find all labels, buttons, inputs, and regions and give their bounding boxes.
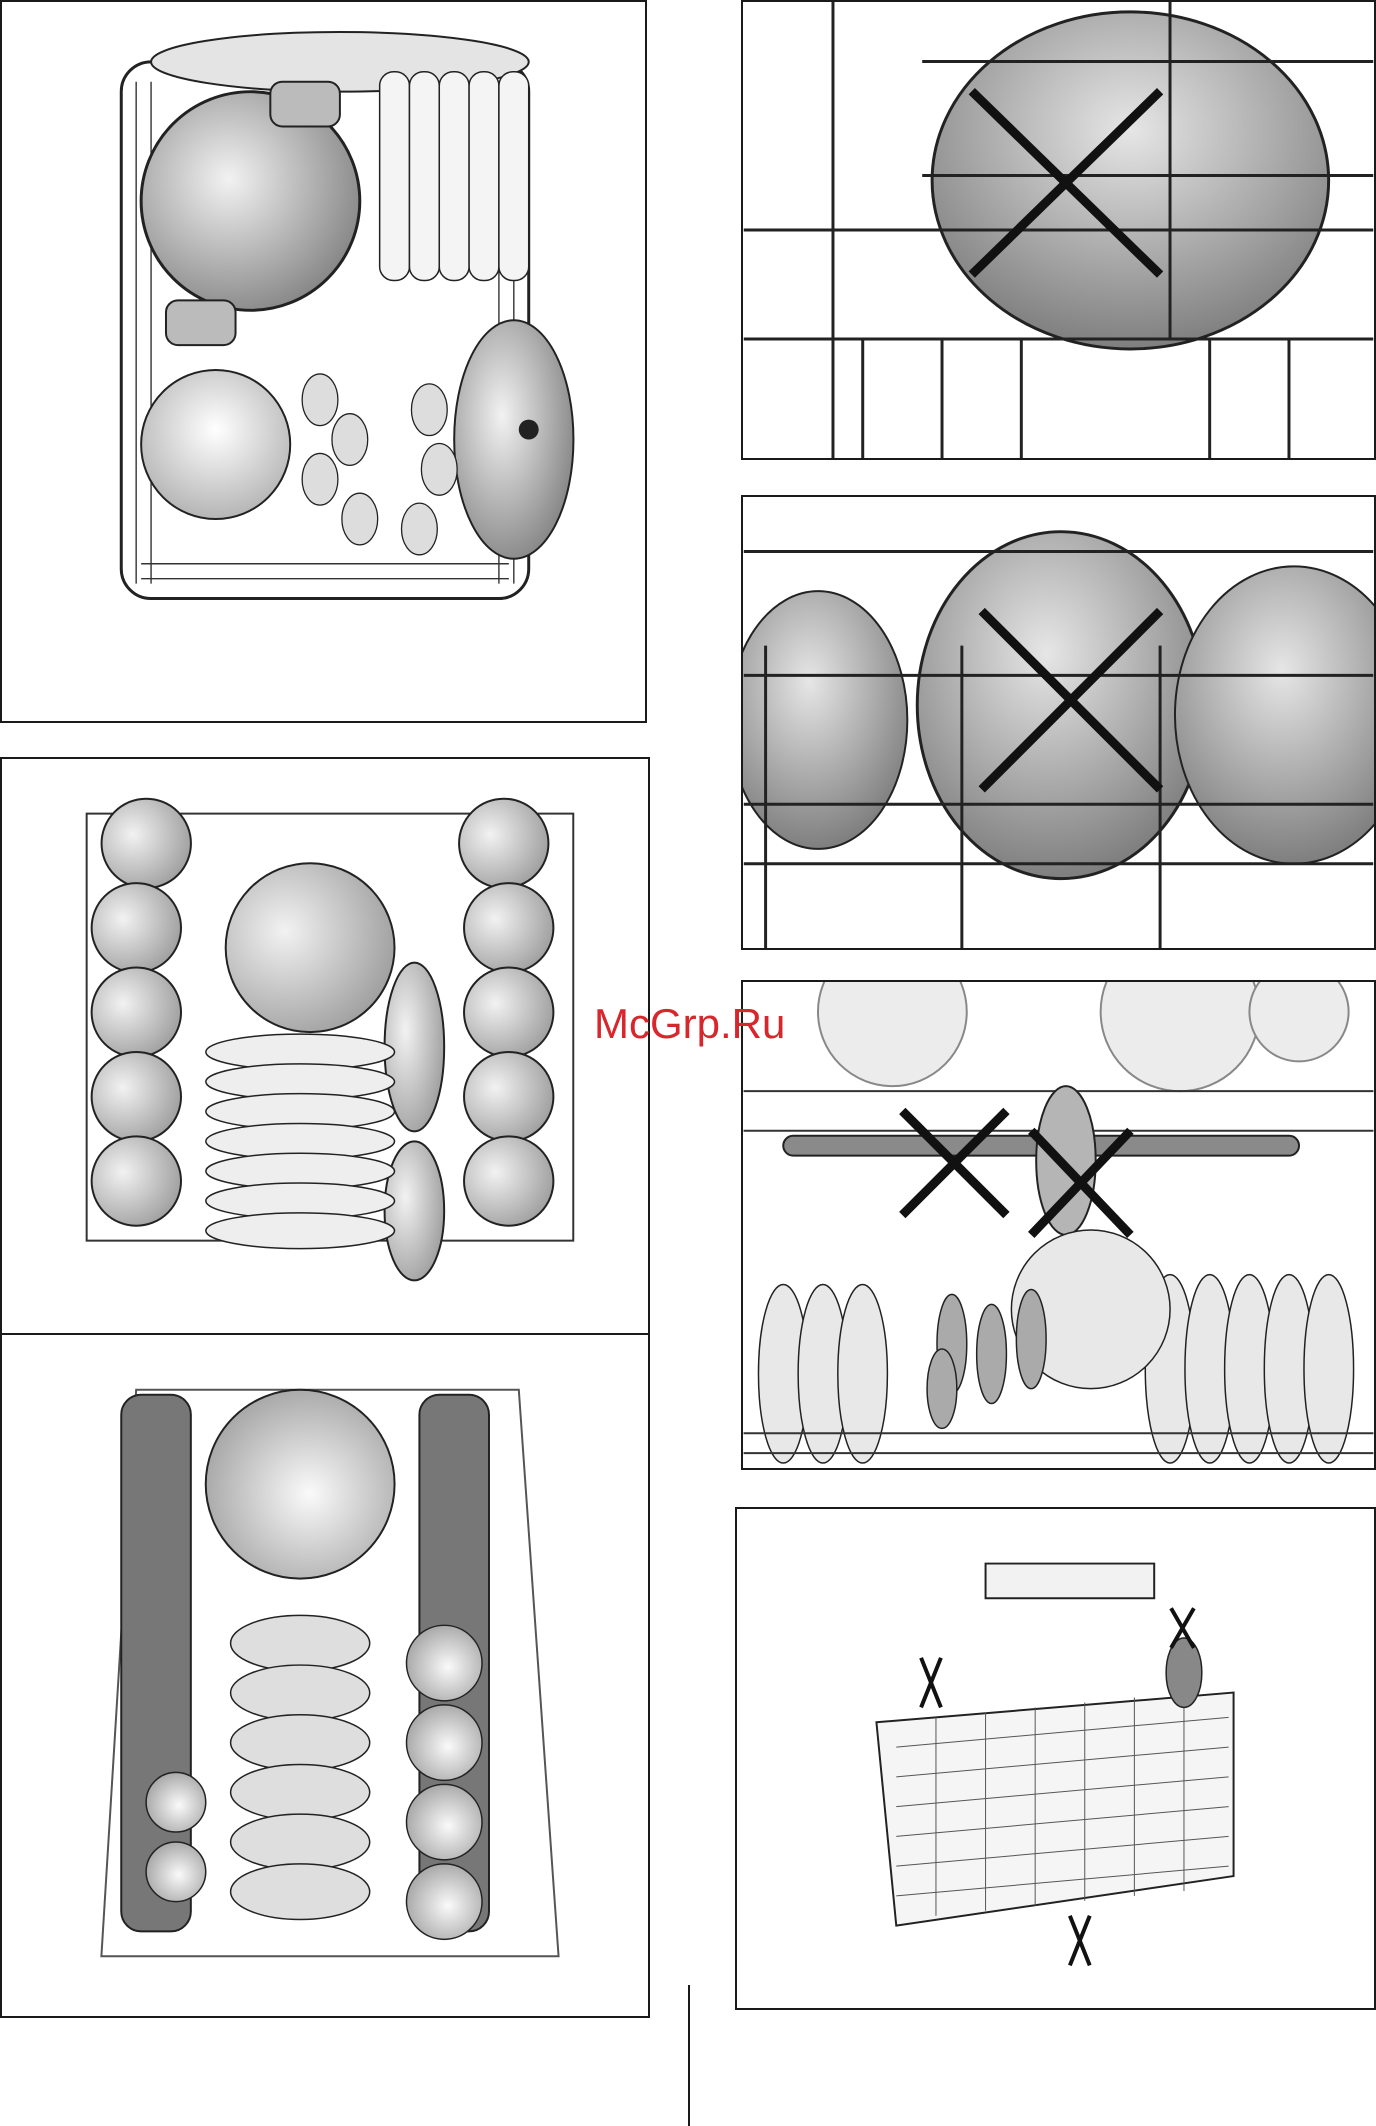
cross-mark-icon [902, 1111, 1006, 1215]
basket-pots-illustration [2, 2, 645, 721]
wrong-spray-arm-illustration [743, 982, 1374, 1468]
panel-basket-pots [0, 0, 647, 723]
cross-mark-icon [921, 1658, 941, 1708]
panel-wrong-spray-arm [741, 980, 1376, 1470]
panel-wrong-upper [741, 0, 1376, 460]
plates-top-illustration [2, 1335, 648, 2016]
panel-cutlery-basket [735, 1507, 1376, 2010]
panel-plates-top [0, 1333, 650, 2018]
panel-cups-plates [0, 757, 650, 1335]
cutlery-basket-illustration [737, 1509, 1374, 2008]
cups-plates-illustration [2, 759, 648, 1333]
wrong-upper-illustration [743, 2, 1374, 458]
page-divider [688, 1985, 690, 2126]
cross-mark-icon [1070, 1916, 1090, 1966]
panel-wrong-bowl [741, 495, 1376, 950]
watermark: McGrp.Ru [594, 1000, 785, 1048]
wrong-bowl-illustration [743, 497, 1374, 948]
